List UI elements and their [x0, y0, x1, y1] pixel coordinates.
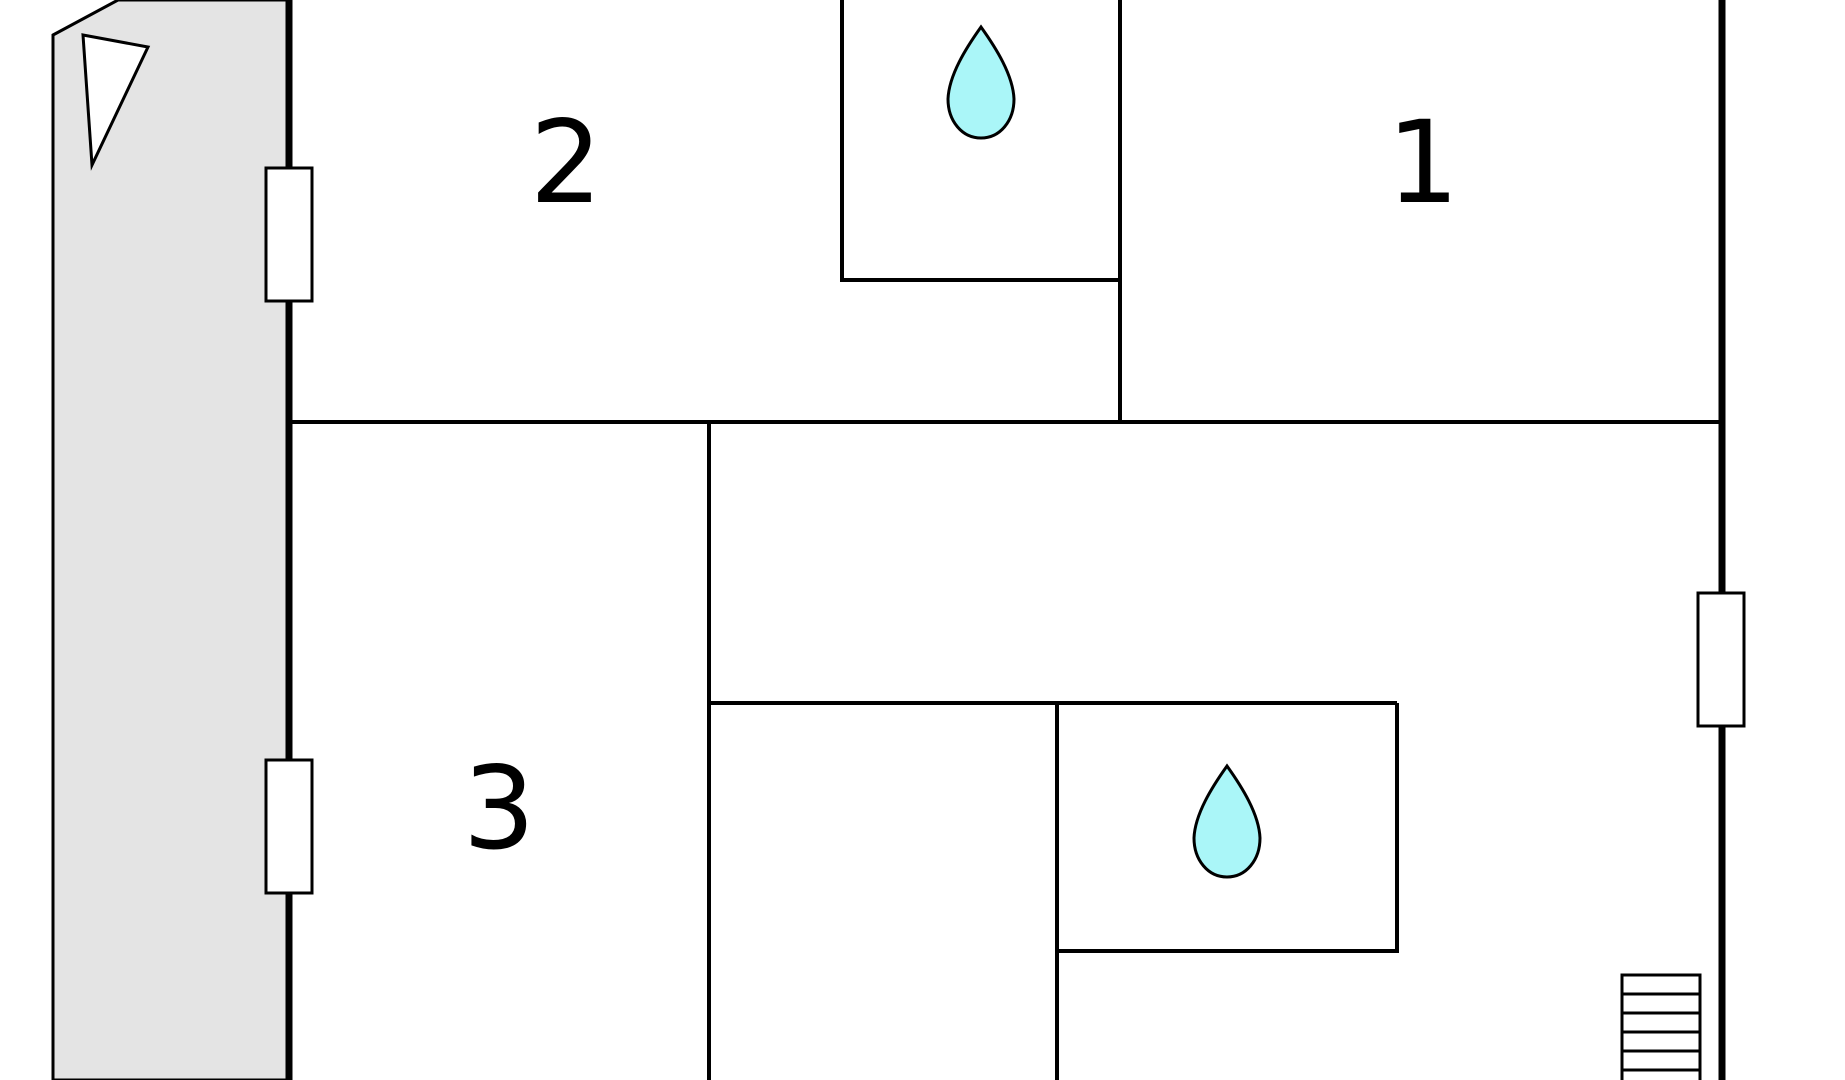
upper-bathroom — [840, 0, 1120, 282]
exterior-strip — [51, 0, 291, 1080]
room-number-2: 2 — [530, 96, 603, 229]
water-drop-icon — [1192, 763, 1262, 879]
lower-bathroom — [1057, 703, 1399, 953]
north-arrow-icon — [81, 33, 151, 171]
room-number-1: 1 — [1387, 96, 1460, 229]
water-drop-icon — [946, 24, 1016, 140]
staircase-icon — [1620, 973, 1702, 1080]
window-icon — [264, 758, 314, 895]
window-icon — [1696, 591, 1746, 728]
window-icon — [264, 166, 314, 303]
room-number-3: 3 — [463, 742, 536, 875]
